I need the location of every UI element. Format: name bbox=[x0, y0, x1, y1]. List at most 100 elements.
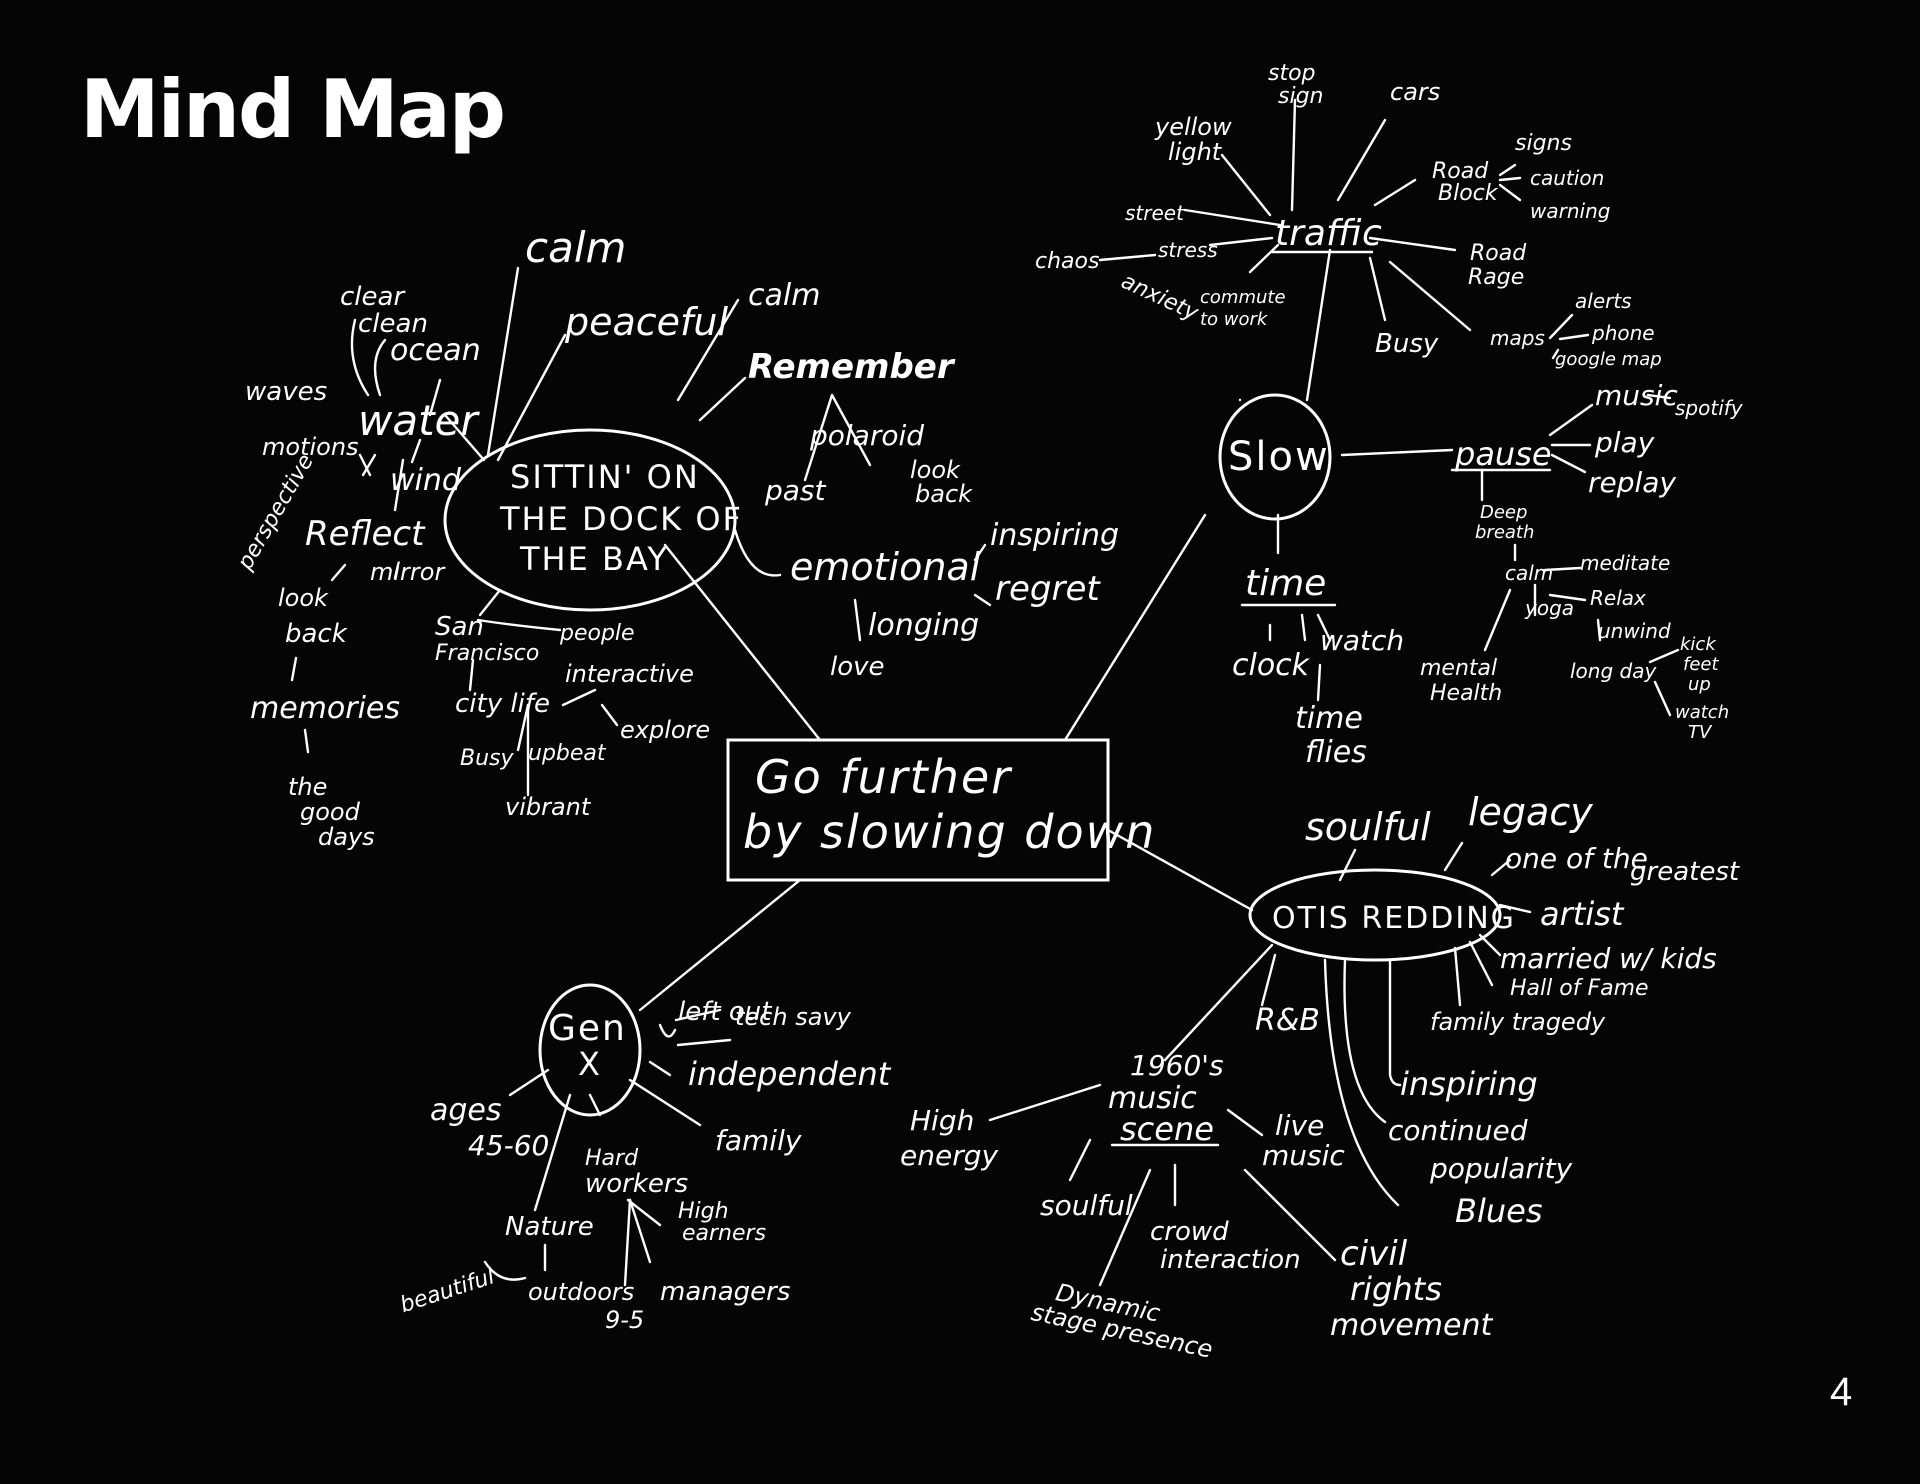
central-topic-line1: Go further bbox=[755, 750, 1013, 804]
node-deep-breath-l1: Deep bbox=[1480, 502, 1527, 523]
node-love: love bbox=[830, 652, 885, 682]
node-time: time bbox=[1245, 563, 1326, 604]
node-look-back-l1: look bbox=[910, 456, 961, 484]
genx-hub-ellipse bbox=[538, 983, 642, 1117]
node-civil-rights-l1: civil bbox=[1340, 1234, 1408, 1274]
node-high-earners-l2: earners bbox=[682, 1221, 766, 1246]
node-soulful-top: soulful bbox=[1305, 805, 1431, 849]
node-road-block-l2: Block bbox=[1438, 181, 1499, 206]
node-greatest: greatest bbox=[1630, 857, 1740, 887]
node-nine-five: 9-5 bbox=[605, 1306, 644, 1334]
node-traffic: traffic bbox=[1275, 213, 1382, 254]
node-play: play bbox=[1594, 426, 1655, 459]
node-san-francisco-l1: San bbox=[435, 612, 484, 642]
node-cars: cars bbox=[1390, 78, 1440, 106]
node-street: street bbox=[1125, 201, 1185, 225]
genx-hub-line1: Gen bbox=[548, 1008, 627, 1049]
node-wind: wind bbox=[390, 463, 462, 498]
node-managers: managers bbox=[660, 1277, 790, 1307]
node-inspiring-otis: inspiring bbox=[1400, 1065, 1538, 1103]
node-long-day: long day bbox=[1570, 659, 1657, 683]
node-hall-of-fame: Hall of Fame bbox=[1510, 976, 1649, 1001]
node-stop-sign-l1: stop bbox=[1268, 61, 1316, 86]
node-married: married w/ kids bbox=[1500, 942, 1717, 975]
node-explore: explore bbox=[620, 716, 710, 744]
node-artist: artist bbox=[1540, 895, 1625, 933]
slow-hub-ellipse bbox=[1218, 393, 1332, 521]
node-music-scene-l2: music bbox=[1108, 1081, 1197, 1116]
node-music: music bbox=[1595, 379, 1678, 412]
page-number: 4 bbox=[1830, 1370, 1853, 1414]
node-busy-slow: Busy bbox=[1375, 329, 1439, 359]
node-civil-rights-l3: movement bbox=[1330, 1308, 1493, 1343]
dock-hub-line3: THE BAY bbox=[519, 540, 669, 578]
node-watch-tv-l1: watch bbox=[1675, 702, 1729, 723]
node-maps: maps bbox=[1490, 326, 1545, 350]
central-topic-line2: by slowing down bbox=[743, 805, 1156, 859]
node-high-energy-l2: energy bbox=[900, 1139, 998, 1172]
node-yellow-light-l2: light bbox=[1168, 138, 1223, 166]
otis-hub-label: OTIS REDDING bbox=[1272, 901, 1516, 936]
node-family-tragedy: family tragedy bbox=[1430, 1008, 1606, 1036]
node-crowd-l2: interaction bbox=[1160, 1245, 1301, 1275]
node-replay: replay bbox=[1588, 466, 1676, 499]
node-ages-l1: ages bbox=[430, 1093, 502, 1128]
connectors bbox=[290, 98, 1680, 1287]
node-blues: Blues bbox=[1455, 1192, 1542, 1230]
node-look-back-l2: back bbox=[915, 480, 973, 508]
genx-hub-line2: X bbox=[578, 1045, 602, 1083]
node-stress: stress bbox=[1158, 238, 1218, 262]
node-family: family bbox=[715, 1124, 802, 1157]
node-continued-l1: continued bbox=[1388, 1114, 1528, 1147]
dock-hub-line1: SITTIN' ON bbox=[510, 458, 700, 496]
node-soulful-otis: soulful bbox=[1040, 1189, 1133, 1222]
node-clock: clock bbox=[1232, 648, 1311, 683]
node-caution: caution bbox=[1530, 166, 1604, 190]
page-title: Mind Map bbox=[80, 63, 506, 156]
node-watch-tv-l2: TV bbox=[1688, 722, 1713, 743]
node-good-days-l3: days bbox=[318, 823, 375, 851]
node-perspective: perspective bbox=[232, 450, 319, 575]
node-kick-feet-up-l1: kick bbox=[1680, 634, 1717, 655]
dock-hub-ellipse bbox=[443, 428, 737, 612]
node-high-energy-l1: High bbox=[910, 1104, 974, 1137]
node-pause: pause bbox=[1454, 435, 1552, 473]
node-san-francisco-l2: Francisco bbox=[435, 641, 539, 666]
node-tech-savy: tech savy bbox=[735, 1003, 852, 1031]
node-meditate: meditate bbox=[1580, 551, 1670, 575]
node-warning: warning bbox=[1530, 199, 1610, 223]
node-unwind: unwind bbox=[1598, 619, 1671, 643]
node-continued-l2: popularity bbox=[1429, 1152, 1573, 1185]
node-google-map: google map bbox=[1555, 349, 1662, 370]
node-outdoors: outdoors bbox=[528, 1278, 634, 1306]
node-look-back-left-l1: look bbox=[278, 584, 329, 612]
node-motions: motions bbox=[262, 433, 359, 461]
node-busy-dock: Busy bbox=[460, 746, 514, 771]
node-kick-feet-up-l2: feet bbox=[1683, 654, 1719, 675]
node-alerts: alerts bbox=[1575, 289, 1632, 313]
node-signs: signs bbox=[1515, 131, 1572, 156]
node-yoga: yoga bbox=[1524, 596, 1574, 620]
node-ages-l2: 45-60 bbox=[468, 1129, 549, 1162]
node-watch: watch bbox=[1320, 624, 1404, 657]
node-legacy: legacy bbox=[1468, 790, 1593, 834]
node-hard-workers-l2: workers bbox=[585, 1169, 688, 1199]
node-phone: phone bbox=[1591, 321, 1655, 345]
node-road-rage-l1: Road bbox=[1470, 241, 1527, 266]
node-commute-l2: to work bbox=[1200, 309, 1269, 330]
node-past: past bbox=[764, 474, 827, 507]
node-live-music-l1: live bbox=[1275, 1109, 1324, 1142]
slow-hub-label: Slow bbox=[1228, 434, 1330, 480]
node-clear: clear bbox=[340, 282, 406, 312]
node-independent: independent bbox=[688, 1055, 892, 1093]
node-kick-feet-up-l3: up bbox=[1688, 674, 1711, 695]
node-chaos: chaos bbox=[1035, 249, 1099, 274]
node-relax: Relax bbox=[1590, 586, 1646, 610]
node-mirror: mirror bbox=[370, 558, 446, 586]
node-road-rage-l2: Rage bbox=[1468, 265, 1524, 290]
node-live-music-l2: music bbox=[1262, 1139, 1345, 1172]
node-road-block-l1: Road bbox=[1432, 159, 1489, 184]
node-high-earners-l1: High bbox=[678, 1199, 729, 1224]
node-ocean: ocean bbox=[390, 333, 481, 368]
node-city-life: city life bbox=[455, 689, 550, 719]
